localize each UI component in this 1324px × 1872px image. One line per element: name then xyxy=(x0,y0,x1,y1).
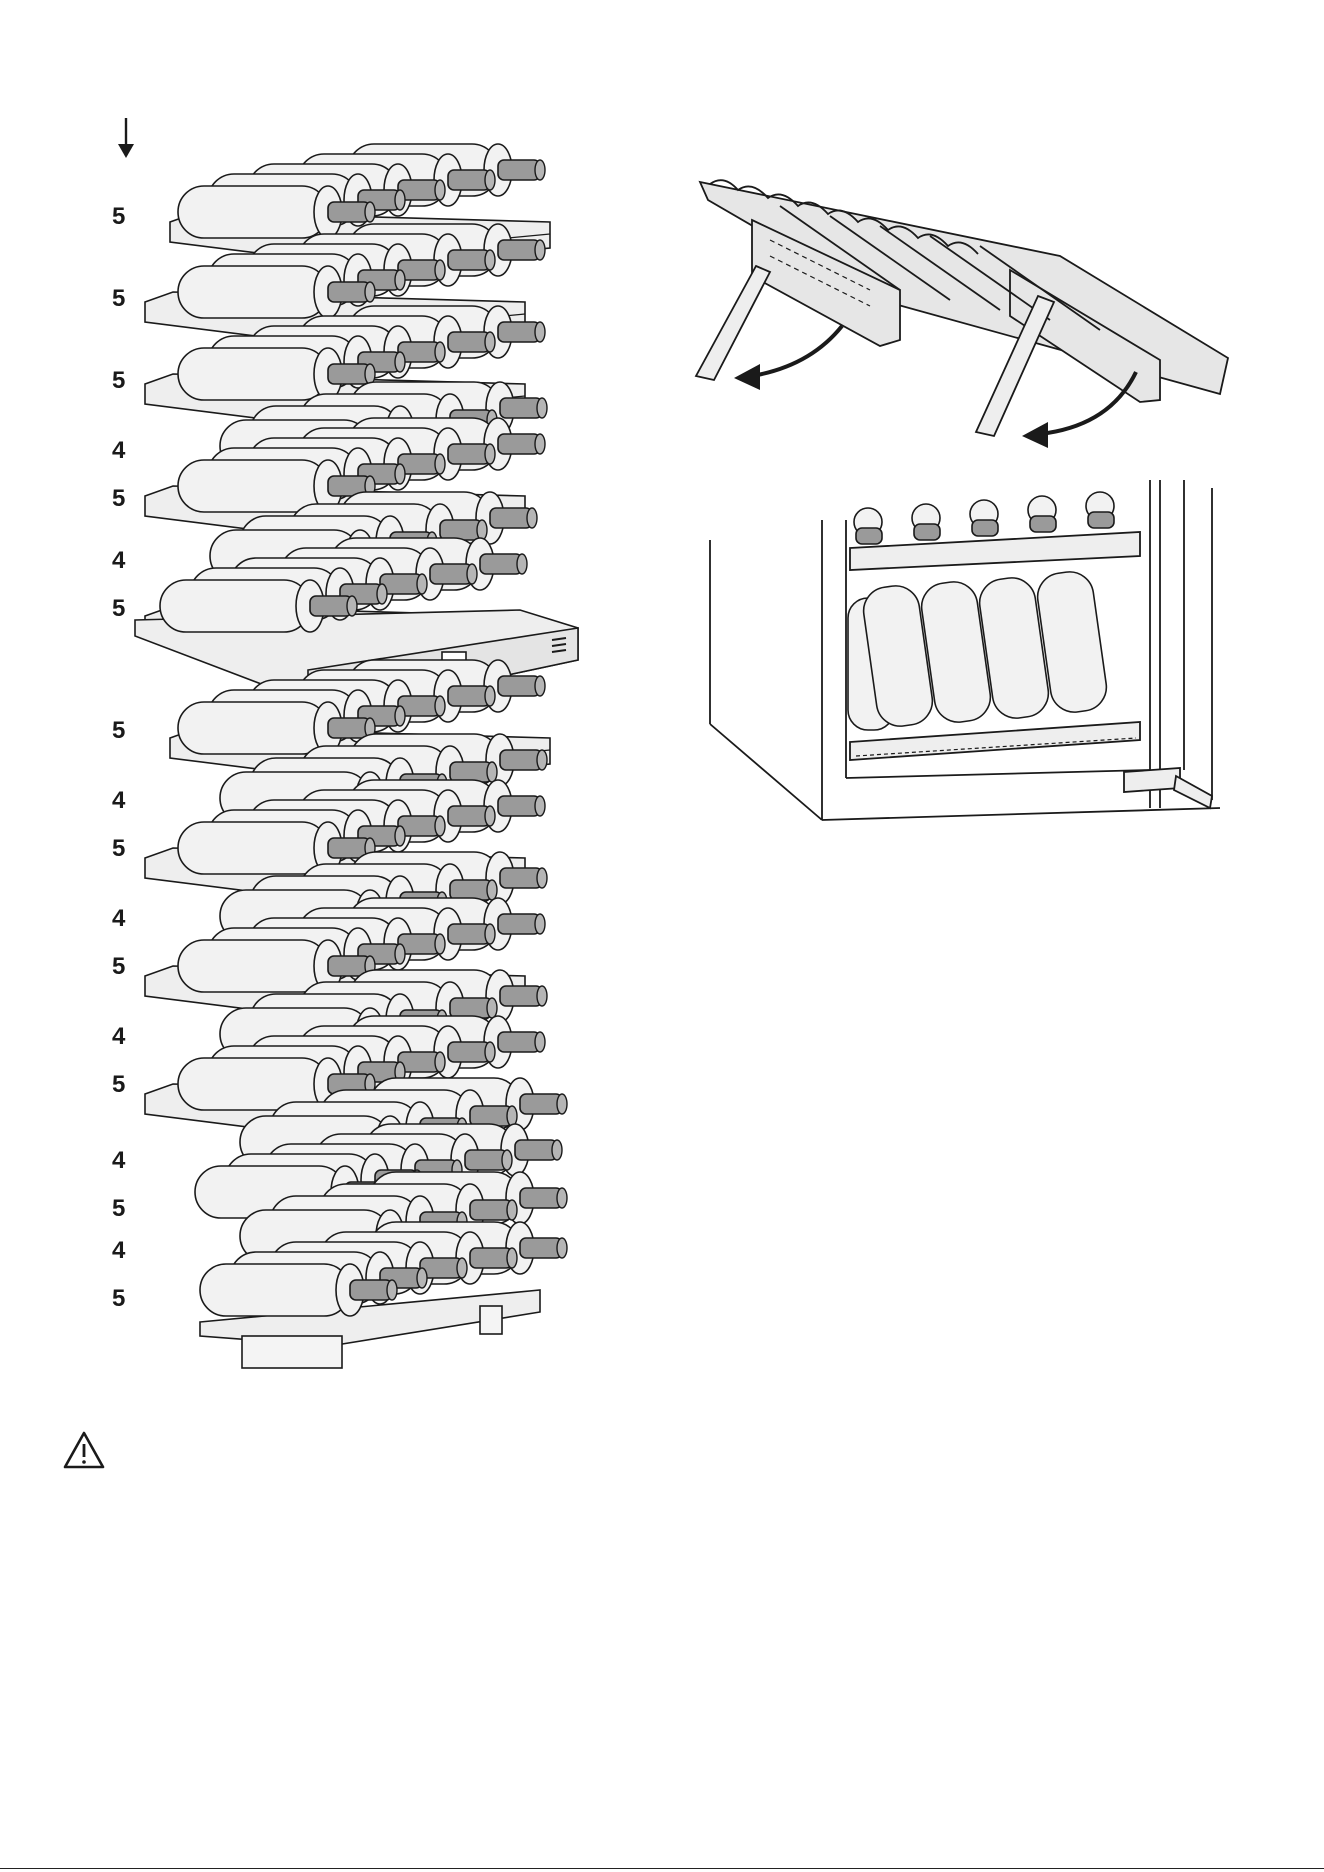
fold-out-arrow-icon xyxy=(734,326,842,390)
page-bottom-rule xyxy=(0,1868,1324,1869)
folding-rack xyxy=(696,180,1228,436)
cabinet-lower-bottles xyxy=(848,569,1109,730)
warning-triangle-icon xyxy=(62,1430,106,1470)
